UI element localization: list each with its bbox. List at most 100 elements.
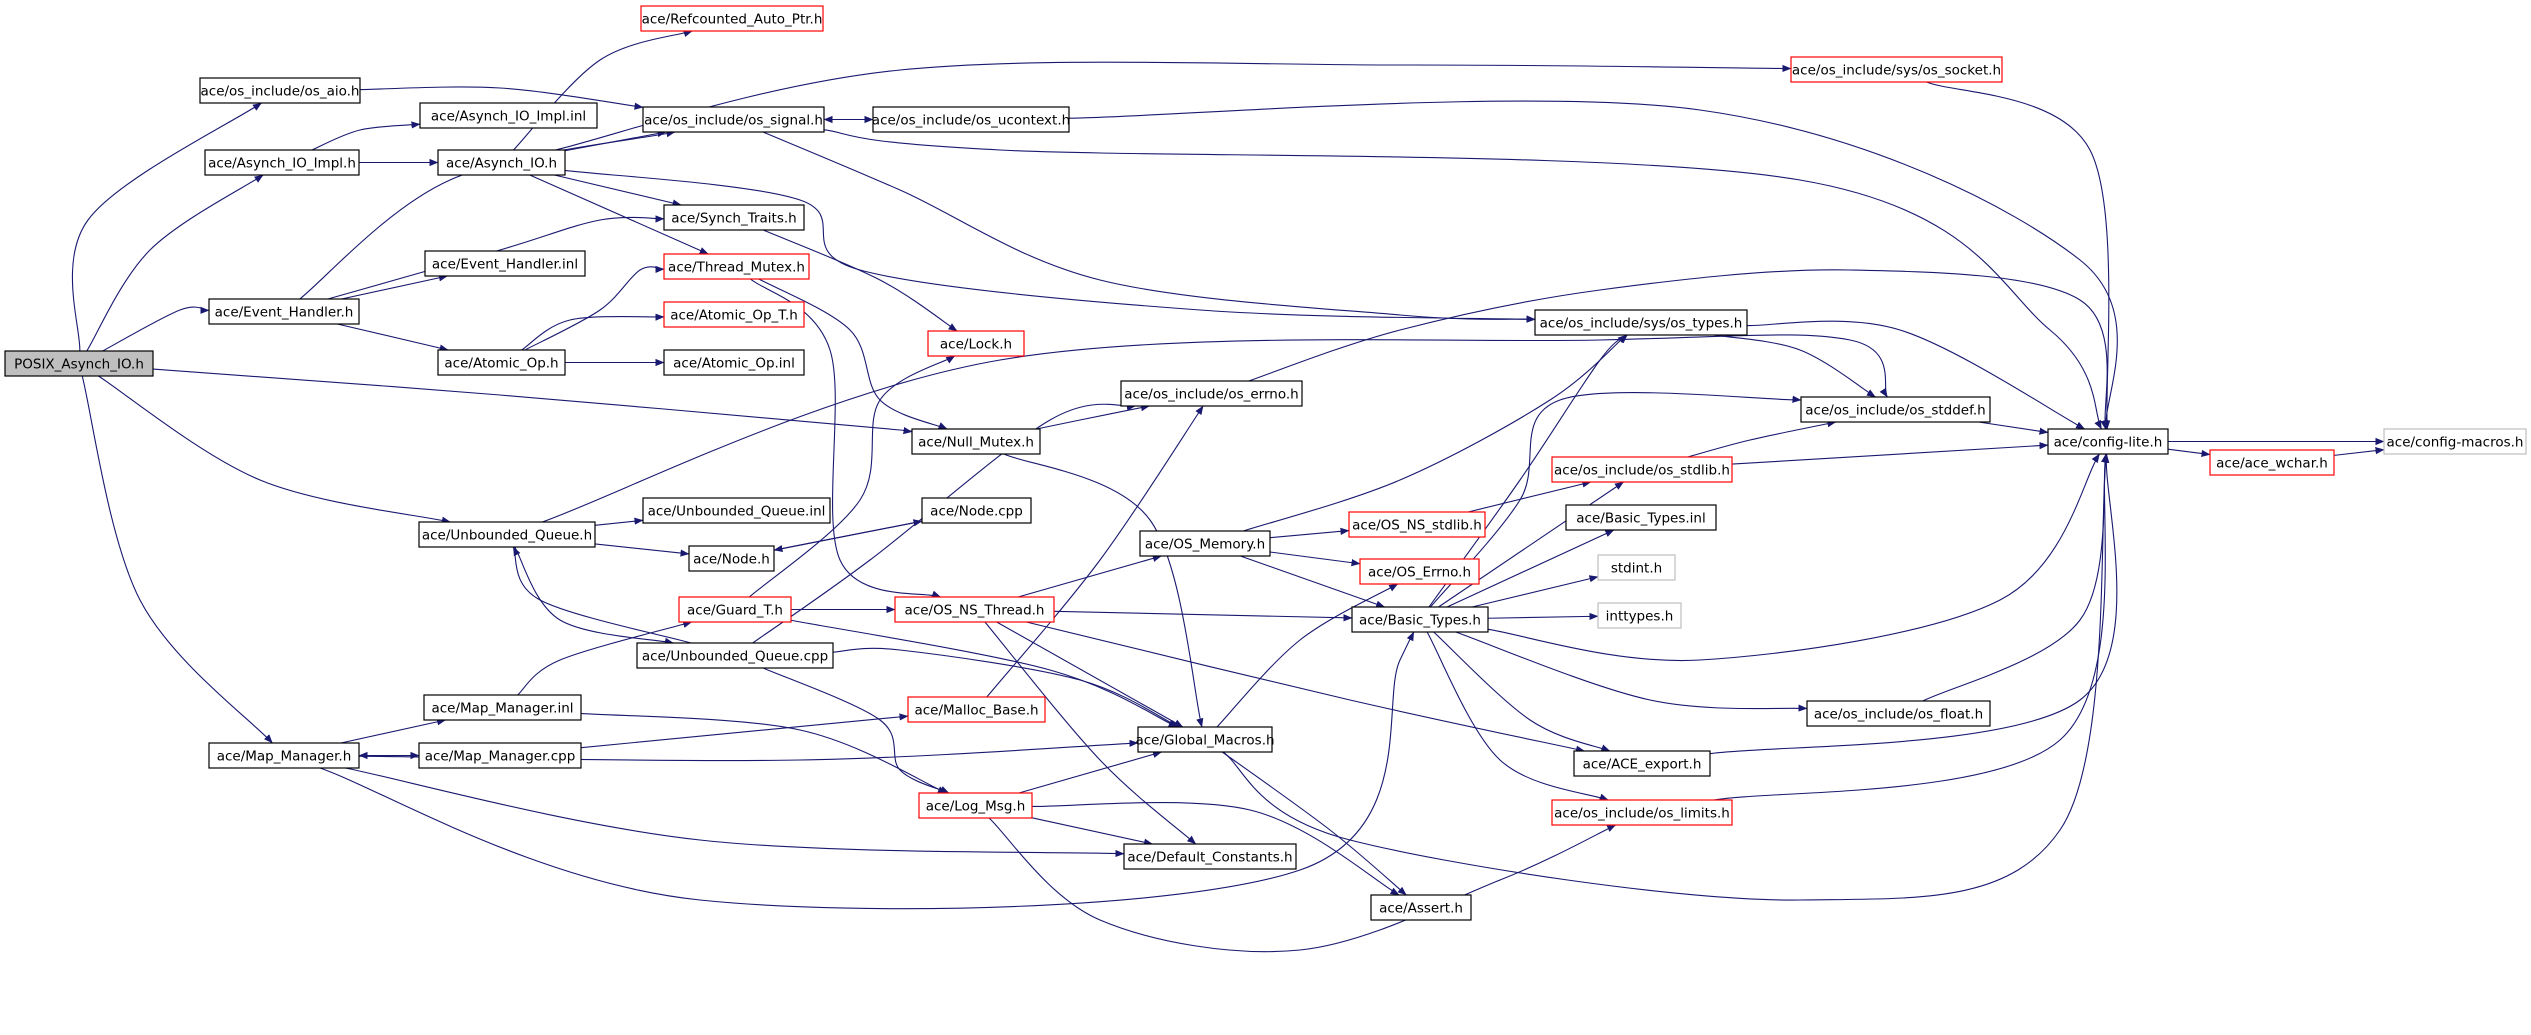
edge-os_memory-to-os_types	[1243, 334, 1627, 532]
edge-os_stdlib-to-config_lite	[1731, 442, 2049, 465]
node-box	[921, 497, 1032, 524]
edge-line	[1709, 453, 2118, 755]
node-os_ucontext[interactable]: ace/os_include/os_ucontext.h	[872, 106, 1070, 133]
node-os_memory[interactable]: ace/OS_Memory.h	[1139, 530, 1271, 557]
node-ace_wchar[interactable]: ace/ace_wchar.h	[2209, 449, 2335, 476]
node-null_mutex[interactable]: ace/Null_Mutex.h	[911, 428, 1041, 455]
node-config_macros[interactable]: ace/config-macros.h	[2383, 428, 2527, 455]
node-box	[208, 298, 360, 325]
node-config_lite[interactable]: ace/config-lite.h	[2047, 428, 2169, 455]
edge-line	[1438, 481, 1624, 608]
node-box	[1597, 602, 1682, 629]
node-os_ns_stdlib[interactable]: ace/OS_NS_stdlib.h	[1348, 511, 1486, 538]
edge-line	[986, 405, 1204, 698]
node-box	[1534, 309, 1748, 336]
node-thread_mutex[interactable]: ace/Thread_Mutex.h	[663, 253, 810, 280]
edge-posix_asynch_io-to-map_manager_h	[81, 375, 273, 744]
node-label: ace/Node.cpp	[930, 504, 1023, 520]
node-map_manager_inl[interactable]: ace/Map_Manager.inl	[423, 694, 582, 721]
node-label: ace/os_include/os_ucontext.h	[872, 113, 1070, 129]
node-basic_types_inl[interactable]: ace/Basic_Types.inl	[1565, 504, 1717, 531]
node-stdint_h[interactable]: stdint.h	[1597, 554, 1676, 581]
node-os_signal[interactable]: ace/os_include/os_signal.h	[642, 106, 825, 133]
node-node_cpp[interactable]: ace/Node.cpp	[921, 497, 1032, 524]
edge-posix_asynch_io-to-event_handler_h	[102, 306, 210, 352]
node-atomic_op_inl[interactable]: ace/Atomic_Op.inl	[663, 349, 805, 376]
node-label: ace/Assert.h	[1379, 901, 1463, 917]
node-refcounted_auto_ptr[interactable]: ace/Refcounted_Auto_Ptr.h	[640, 5, 824, 32]
node-os_ns_thread[interactable]: ace/OS_NS_Thread.h	[894, 596, 1055, 623]
node-os_types[interactable]: ace/os_include/sys/os_types.h	[1534, 309, 1748, 336]
node-event_handler_inl[interactable]: ace/Event_Handler.inl	[424, 250, 586, 277]
node-box	[636, 642, 834, 669]
edge-line	[102, 306, 210, 352]
edge-line	[1053, 610, 1353, 622]
node-asynch_io_impl_inl[interactable]: ace/Asynch_IO_Impl.inl	[419, 102, 598, 129]
node-event_handler_h[interactable]: ace/Event_Handler.h	[208, 298, 360, 325]
node-unbounded_queue_inl[interactable]: ace/Unbounded_Queue.inl	[642, 497, 831, 524]
edge-os_signal-to-os_types	[762, 131, 1536, 323]
edge-line	[340, 718, 447, 744]
edge-posix_asynch_io-to-unbounded_queue_h	[98, 375, 451, 524]
node-label: ace/Asynch_IO_Impl.h	[208, 156, 356, 172]
node-unbounded_queue_cpp[interactable]: ace/Unbounded_Queue.cpp	[636, 642, 834, 669]
node-box	[437, 149, 566, 176]
node-log_msg[interactable]: ace/Log_Msg.h	[918, 792, 1033, 819]
node-os_limits[interactable]: ace/os_include/os_limits.h	[1551, 799, 1733, 826]
edge-unbounded_queue_cpp-to-unbounded_queue_h	[512, 546, 692, 644]
node-os_aio[interactable]: ace/os_include/os_aio.h	[199, 77, 361, 104]
node-box	[911, 428, 1041, 455]
node-label: ace/OS_Memory.h	[1145, 537, 1265, 553]
edge-line	[564, 169, 1536, 323]
edge-line	[71, 102, 262, 352]
node-asynch_io_h[interactable]: ace/Asynch_IO.h	[437, 149, 566, 176]
edge-os_ns_stdlib-to-os_stdlib	[1468, 480, 1592, 513]
node-label: ace/Node.h	[693, 552, 770, 568]
node-atomic_op_h[interactable]: ace/Atomic_Op.h	[437, 349, 566, 376]
edge-line	[1240, 555, 1386, 608]
edge-basic_types_h-to-os_float	[1455, 631, 1808, 712]
node-basic_types_h[interactable]: ace/Basic_Types.h	[1351, 606, 1489, 633]
node-label: ace/Unbounded_Queue.h	[422, 528, 592, 544]
node-atomic_op_t[interactable]: ace/Atomic_Op_T.h	[663, 301, 805, 328]
node-os_stddef[interactable]: ace/os_include/os_stddef.h	[1800, 396, 1991, 423]
node-box	[1123, 843, 1297, 870]
edge-line	[311, 121, 421, 151]
edge-line	[1003, 453, 1204, 728]
node-inttypes_h[interactable]: inttypes.h	[1597, 602, 1682, 629]
node-os_errno_h[interactable]: ace/OS_Errno.h	[1359, 558, 1480, 585]
edge-line	[1687, 420, 1837, 458]
edge-os_types-to-os_stddef	[1713, 334, 1876, 398]
dependency-nodes: POSIX_Asynch_IO.hace/os_include/os_aio.h…	[4, 5, 2527, 921]
node-label: inttypes.h	[1606, 609, 1674, 625]
node-os_socket[interactable]: ace/os_include/sys/os_socket.h	[1790, 56, 2003, 83]
node-label: ace/ace_wchar.h	[2216, 456, 2328, 472]
node-ace_export[interactable]: ace/ACE_export.h	[1573, 750, 1711, 777]
edge-line	[2333, 447, 2385, 456]
node-map_manager_h[interactable]: ace/Map_Manager.h	[208, 742, 360, 769]
node-os_stdlib[interactable]: ace/os_include/os_stdlib.h	[1551, 456, 1733, 483]
node-os_errno[interactable]: ace/os_include/os_errno.h	[1120, 380, 1303, 407]
node-global_macros[interactable]: ace/Global_Macros.h	[1135, 726, 1275, 753]
node-os_float[interactable]: ace/os_include/os_float.h	[1806, 700, 1991, 727]
node-lock_h[interactable]: ace/Lock.h	[927, 330, 1025, 357]
edge-ace_export-to-config_lite	[1709, 453, 2118, 755]
edge-basic_types_h-to-config_lite	[1487, 453, 2100, 662]
node-default_constants[interactable]: ace/Default_Constants.h	[1123, 843, 1297, 870]
node-map_manager_cpp[interactable]: ace/Map_Manager.cpp	[418, 742, 582, 769]
node-node_h[interactable]: ace/Node.h	[688, 545, 775, 572]
edge-line	[1426, 631, 1609, 801]
node-asynch_io_impl_h[interactable]: ace/Asynch_IO_Impl.h	[204, 149, 360, 176]
edge-os_types-to-config_lite	[1746, 320, 2086, 430]
node-synch_traits[interactable]: ace/Synch_Traits.h	[663, 204, 805, 231]
node-box	[418, 742, 582, 769]
node-label: ace/ACE_export.h	[1583, 757, 1702, 773]
edge-line	[762, 667, 950, 794]
node-guard_t[interactable]: ace/Guard_T.h	[678, 596, 792, 623]
node-assert_h[interactable]: ace/Assert.h	[1370, 894, 1472, 921]
edge-global_macros-to-assert_h	[1221, 751, 1407, 896]
node-label: ace/os_include/sys/os_socket.h	[1792, 63, 2001, 79]
node-malloc_base[interactable]: ace/Malloc_Base.h	[907, 696, 1046, 723]
node-label: ace/Asynch_IO_Impl.inl	[431, 109, 586, 125]
node-unbounded_queue_h[interactable]: ace/Unbounded_Queue.h	[418, 521, 596, 548]
